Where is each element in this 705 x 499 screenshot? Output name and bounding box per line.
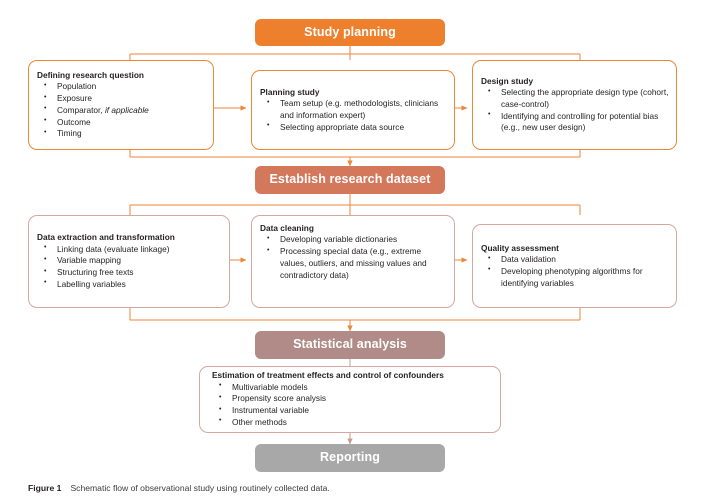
box-item-list: Population Exposure Comparator, if appli… <box>37 81 207 140</box>
list-item: Population <box>37 81 207 93</box>
list-item: Exposure <box>37 93 207 105</box>
box-heading: Data cleaning <box>260 223 314 233</box>
box-item-list: Developing variable dictionaries Process… <box>260 234 448 281</box>
list-item: Processing special data (e.g., extreme v… <box>260 246 448 281</box>
box-item-list: Multivariable models Propensity score an… <box>212 381 494 429</box>
list-item: Comparator, if applicable <box>37 104 207 117</box>
list-item: Outcome <box>37 116 207 129</box>
box-data-extraction-and-transformation[interactable]: Data extraction and transformation Linki… <box>28 215 230 308</box>
box-planning-study[interactable]: Planning study Team setup (e.g. methodol… <box>251 70 455 150</box>
list-item: Team setup (e.g. methodologists, clinici… <box>260 98 448 122</box>
list-item: Multivariable models <box>212 381 494 394</box>
box-data-cleaning[interactable]: Data cleaning Developing variable dictio… <box>251 215 455 308</box>
box-defining-research-question[interactable]: Defining research question Population Ex… <box>28 60 214 150</box>
figure-label: Figure 1 <box>28 483 62 493</box>
box-quality-assessment[interactable]: Quality assessment Data validation Devel… <box>472 224 677 308</box>
box-heading: Estimation of treatment effects and cont… <box>212 370 444 381</box>
stage-label: Study planning <box>304 24 396 39</box>
box-heading: Planning study <box>260 86 320 97</box>
stage-statistical-analysis[interactable]: Statistical analysis <box>255 331 445 359</box>
stage-label: Establish research dataset <box>269 172 431 187</box>
stage-establish-research-dataset[interactable]: Establish research dataset <box>255 166 445 194</box>
list-item: Developing phenotyping algorithms for id… <box>481 265 670 290</box>
box-estimation-of-treatment-effects[interactable]: Estimation of treatment effects and cont… <box>199 366 501 433</box>
box-heading: Design study <box>481 75 534 86</box>
list-item: Structuring free texts <box>37 267 223 279</box>
list-item: Other methods <box>212 416 494 429</box>
box-item-list: Selecting the appropriate design type (c… <box>481 87 670 134</box>
figure-caption: Figure 1 Schematic flow of observational … <box>28 483 330 493</box>
figure-caption-text: Schematic flow of observational study us… <box>70 483 330 493</box>
stage-label: Statistical analysis <box>293 337 407 352</box>
box-heading: Defining research question <box>37 69 144 80</box>
stage-study-planning[interactable]: Study planning <box>255 19 445 46</box>
list-item: Timing <box>37 128 207 140</box>
list-item: Propensity score analysis <box>212 393 494 405</box>
stage-reporting[interactable]: Reporting <box>255 444 445 472</box>
list-item: Data validation <box>481 254 670 266</box>
list-item: Developing variable dictionaries <box>260 234 448 246</box>
box-heading: Quality assessment <box>481 242 559 253</box>
box-heading: Data extraction and transformation <box>37 232 175 243</box>
box-item-list: Linking data (evaluate linkage) Variable… <box>37 243 223 291</box>
list-item: Labelling variables <box>37 278 223 291</box>
box-item-list: Data validation Developing phenotyping a… <box>481 254 670 289</box>
list-item: Linking data (evaluate linkage) <box>37 243 223 256</box>
list-item: Variable mapping <box>37 255 223 267</box>
stage-label: Reporting <box>320 450 380 465</box>
box-design-study[interactable]: Design study Selecting the appropriate d… <box>472 60 677 150</box>
list-item: Selecting the appropriate design type (c… <box>481 87 670 111</box>
list-item: Identifying and controlling for potentia… <box>481 110 670 135</box>
list-item: Instrumental variable <box>212 405 494 417</box>
list-item: Selecting appropriate data source <box>260 121 448 134</box>
box-item-list: Team setup (e.g. methodologists, clinici… <box>260 98 448 133</box>
